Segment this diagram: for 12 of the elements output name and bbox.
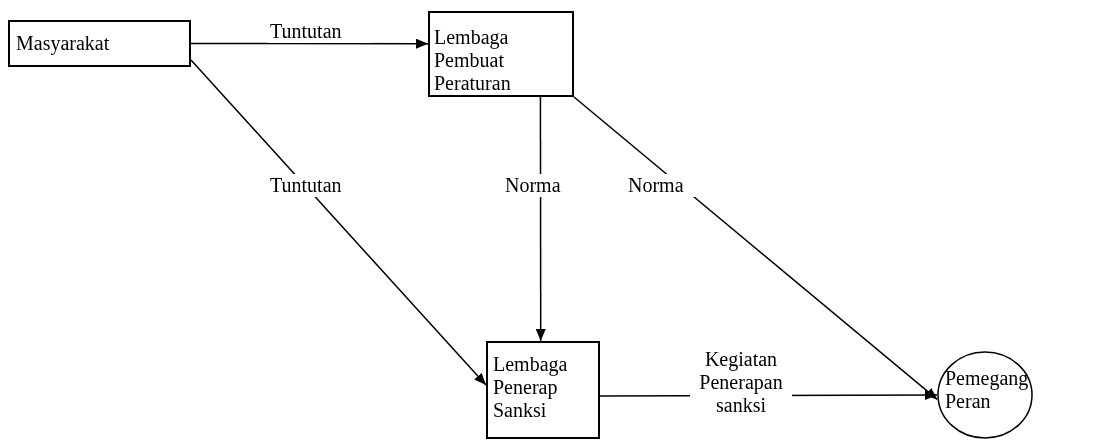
arrow xyxy=(535,96,546,342)
node-text: Pemegang Peran xyxy=(945,367,1030,413)
node-text: Lembaga Penerap Sanksi xyxy=(493,353,569,422)
node-text: Masyarakat xyxy=(16,32,111,55)
node-text: Lembaga Pembuat Peraturan xyxy=(434,26,512,95)
arrow xyxy=(190,38,429,49)
arrow xyxy=(190,59,487,386)
process-box xyxy=(428,11,574,97)
arrow xyxy=(573,96,938,401)
circle-node xyxy=(937,351,1033,439)
process-box xyxy=(486,341,600,439)
process-box xyxy=(8,20,191,67)
